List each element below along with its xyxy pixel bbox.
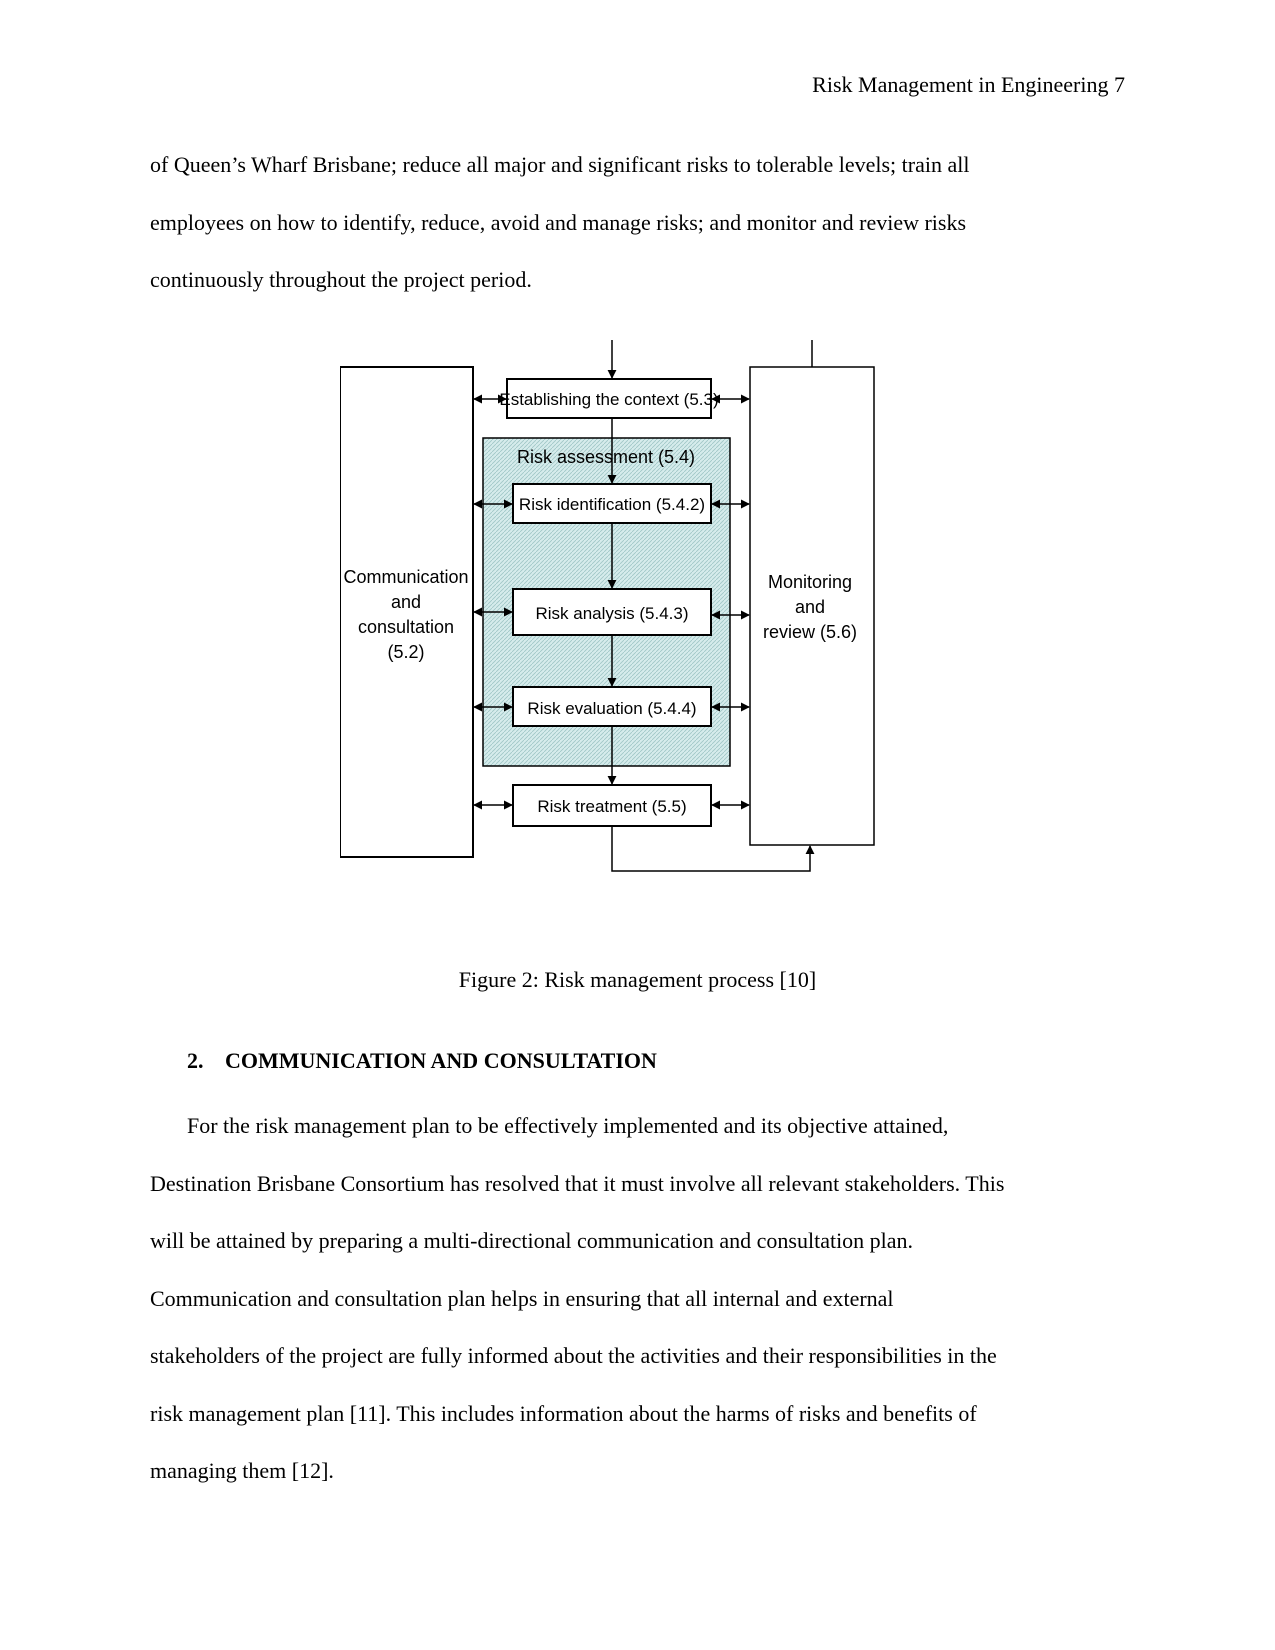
box-label-line: Monitoring (768, 572, 852, 592)
box-label-line: review (5.6) (763, 622, 857, 642)
risk-assessment-title: Risk assessment (5.4) (517, 447, 695, 467)
risk-identification-box: Risk identification (5.4.2) (512, 483, 712, 524)
text-line: For the risk management plan to be effec… (187, 1113, 949, 1138)
box-label: Risk treatment (5.5) (537, 797, 686, 816)
text-line: of Queen’s Wharf Brisbane; reduce all ma… (150, 152, 970, 177)
box-label: Risk identification (5.4.2) (519, 495, 705, 514)
box-label: Establishing the context (5.3) (499, 390, 718, 409)
box-label: Risk evaluation (5.4.4) (527, 699, 696, 718)
risk-management-process-diagram: Communication and consultation (5.2) Mon… (340, 340, 875, 872)
risk-evaluation-box: Risk evaluation (5.4.4) (512, 686, 712, 727)
text-line: stakeholders of the project are fully in… (150, 1343, 997, 1368)
establishing-context-box: Establishing the context (5.3) (499, 378, 719, 419)
figure-caption: Figure 2: Risk management process [10] (458, 967, 817, 992)
box-label-line: (5.2) (387, 642, 424, 662)
text-line: managing them [12]. (150, 1458, 334, 1483)
feedback-loop-bottom (611, 826, 815, 872)
feedback-loop-top (607, 340, 813, 379)
section-paragraph: For the risk management plan to be effec… (150, 1097, 1130, 1500)
box-label-line: and (795, 597, 825, 617)
text-line: Destination Brisbane Consortium has reso… (150, 1170, 1005, 1196)
section-heading: 2. COMMUNICATION AND CONSULTATION (187, 1048, 657, 1074)
text-line: continuously throughout the project peri… (150, 267, 532, 292)
text-line: employees on how to identify, reduce, av… (150, 209, 967, 235)
monitoring-review-box: Monitoring and review (5.6) (749, 366, 875, 846)
section-title: COMMUNICATION AND CONSULTATION (225, 1048, 657, 1073)
text-line: risk management plan [11]. This includes… (150, 1400, 977, 1426)
section-number: 2. (187, 1048, 204, 1073)
risk-analysis-box: Risk analysis (5.4.3) (512, 588, 712, 636)
box-label: Risk analysis (5.4.3) (535, 604, 688, 623)
box-label-line: Communication (343, 567, 468, 587)
intro-paragraph: of Queen’s Wharf Brisbane; reduce all ma… (150, 136, 1130, 309)
running-header: Risk Management in Engineering 7 (812, 72, 1125, 97)
text-line: Communication and consultation plan help… (150, 1285, 894, 1311)
box-label-line: consultation (358, 617, 454, 637)
risk-treatment-box: Risk treatment (5.5) (512, 784, 712, 827)
communication-consultation-box: Communication and consultation (5.2) (340, 366, 474, 858)
text-line: will be attained by preparing a multi-di… (150, 1228, 914, 1253)
box-label-line: and (391, 592, 421, 612)
